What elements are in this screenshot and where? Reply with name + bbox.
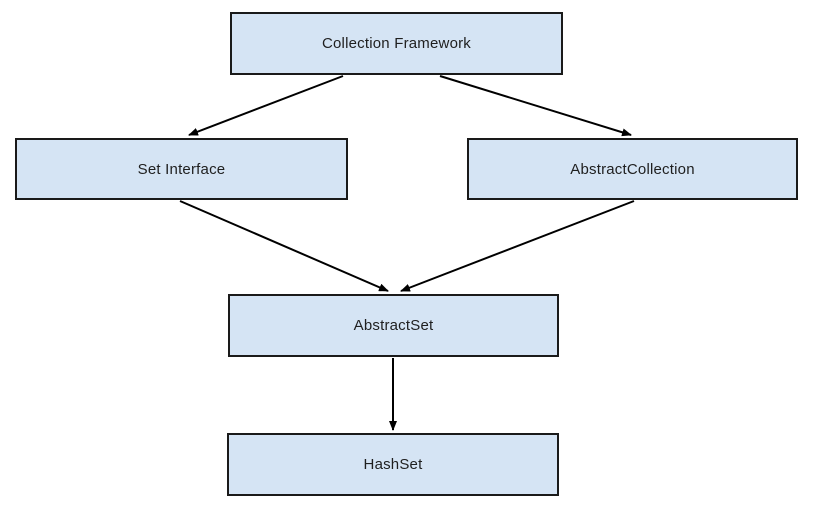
node-label: Set Interface <box>137 160 226 178</box>
node-label: HashSet <box>363 456 423 473</box>
node-set-interface: Set Interface <box>15 138 348 200</box>
node-label: AbstractSet <box>353 317 434 334</box>
edge-set-interface-to-abstract-set <box>179 200 389 292</box>
node-label: AbstractCollection <box>570 160 695 178</box>
node-label: Collection Framework <box>321 35 472 52</box>
node-hashset: HashSet <box>227 433 559 496</box>
edge-abstract-collection-to-abstract-set <box>400 200 635 292</box>
node-abstract-set: AbstractSet <box>228 294 559 357</box>
node-abstract-collection: AbstractCollection <box>467 138 798 200</box>
edge-collection-framework-to-abstract-collection <box>439 75 632 137</box>
edge-collection-framework-to-set-interface <box>188 75 344 136</box>
node-collection-framework: Collection Framework <box>230 12 563 75</box>
